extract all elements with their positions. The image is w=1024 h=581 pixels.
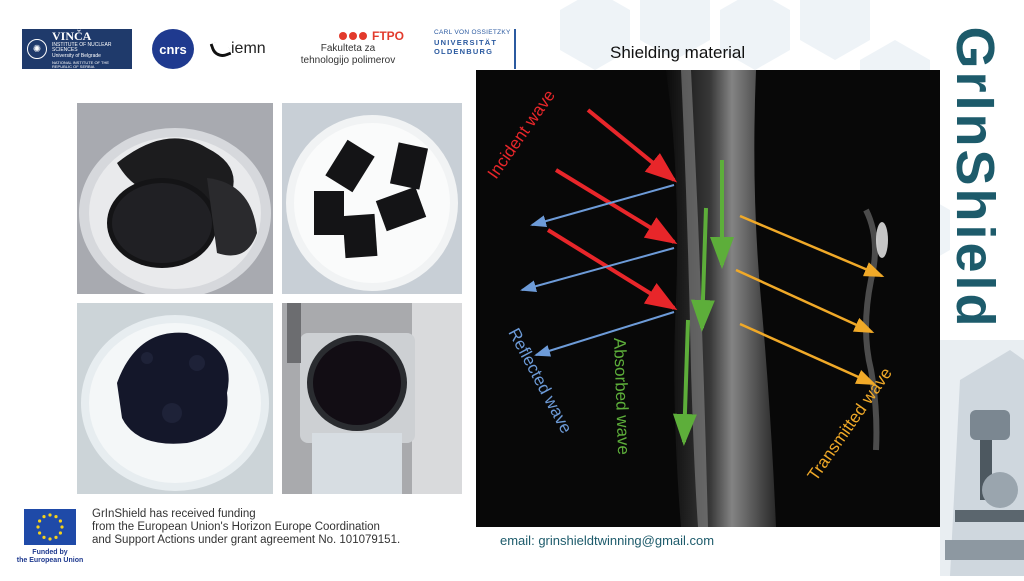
photo-filtration-setup [282,303,462,494]
cnrs-logo: cnrs [152,29,194,69]
microscope-icon [940,340,1024,576]
absorbed-arrow [672,319,697,446]
dot-icon [339,32,347,40]
sem-cross-section-image: Incident wave Reflected wave Absorbed wa… [476,70,940,527]
transmitted-arrow [739,214,885,278]
iemn-logo: iemn [209,38,266,60]
vinca-logo: ✺ VINČA INSTITUTE OF NUCLEAR SCIENCES Un… [22,29,132,69]
ftpo-logo: FTPO Fakulteta za tehnologijo polimerov [300,29,404,66]
reflected-arrow [534,311,675,357]
transmitted-arrow [735,268,875,334]
iemn-swoosh-icon [209,38,232,60]
incident-arrow [554,168,678,245]
oldenburg-logo: CARL VON OSSIETZKY UNIVERSITÄT OLDENBURG [434,29,516,69]
funding-statement: GrInShield has received funding from the… [92,508,401,546]
brand-vertical-title: GrInShield [945,26,1005,330]
transmitted-arrow [739,322,877,386]
eu-caption: Funded by the European Union [16,549,84,564]
dot-icon [349,32,357,40]
incident-arrow [546,228,678,311]
photo-sample-sheets-in-jar [77,103,273,294]
photo-sample-squares-on-dish [282,103,462,294]
absorbed-wave-label: Absorbed wave [610,337,633,455]
reflected-arrow [530,184,675,227]
eu-flag-icon [24,509,76,545]
reflected-arrow [520,247,675,293]
contact-email[interactable]: email: grinshieldtwinning@gmail.com [500,533,715,548]
absorbed-arrow [690,207,715,332]
email-link[interactable]: grinshieldtwinning@gmail.com [538,533,715,548]
slide-title: Shielding material [610,43,746,62]
photo-powder-in-petri-dish [77,303,273,494]
dot-icon [359,32,367,40]
hexagon-decoration [800,0,870,60]
atom-icon: ✺ [27,39,47,59]
incident-arrow [586,108,678,183]
